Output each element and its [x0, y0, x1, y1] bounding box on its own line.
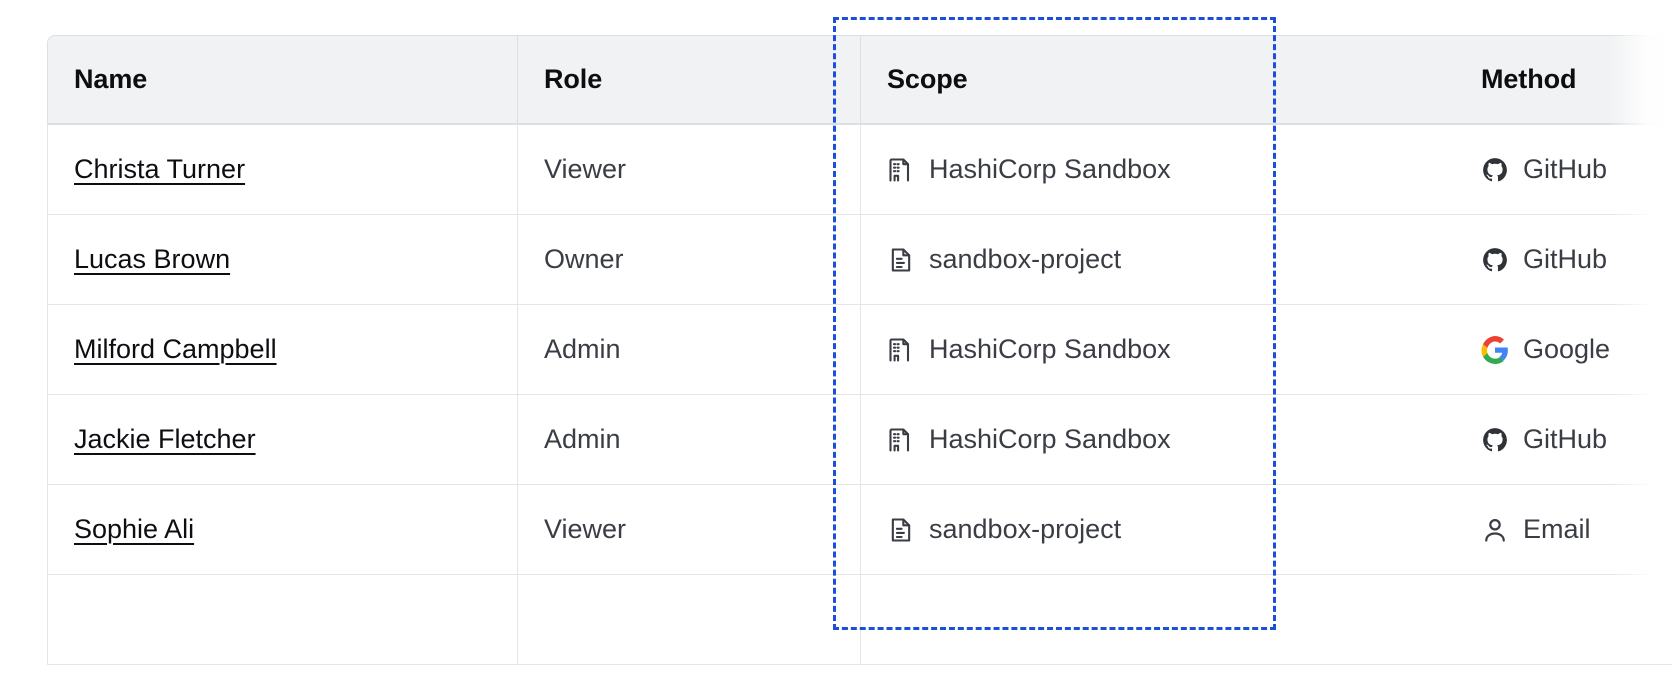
- cell-name: [47, 575, 518, 665]
- cell-role: Viewer: [518, 485, 861, 575]
- member-name-link[interactable]: Christa Turner: [74, 154, 246, 184]
- table-header: Name Role Scope Method: [47, 35, 1672, 125]
- cell-method: Email: [1455, 485, 1672, 575]
- github-icon: [1483, 427, 1507, 451]
- cell-method: GitHub: [1455, 395, 1672, 485]
- cell-scope: HashiCorp Sandbox: [861, 305, 1455, 395]
- column-header-role[interactable]: Role: [518, 35, 861, 125]
- cell-method: GitHub: [1455, 125, 1672, 215]
- github-icon: [1483, 247, 1507, 271]
- table-row: Jackie Fletcher Admin HashiCorp Sandbox: [47, 395, 1672, 485]
- method-label: GitHub: [1523, 154, 1608, 184]
- cell-scope: HashiCorp Sandbox: [861, 395, 1455, 485]
- table-row: Christa Turner Viewer HashiCorp Sandbox: [47, 125, 1672, 215]
- scope-label: HashiCorp Sandbox: [929, 424, 1171, 454]
- table-row: Sophie Ali Viewer sandbox-project: [47, 485, 1672, 575]
- organization-icon: [889, 427, 910, 452]
- cell-role: Admin: [518, 395, 861, 485]
- table-body: Christa Turner Viewer HashiCorp Sandbox: [47, 125, 1672, 665]
- cell-name: Christa Turner: [47, 125, 518, 215]
- column-header-method[interactable]: Method: [1455, 35, 1672, 125]
- cell-scope: [861, 575, 1455, 665]
- cell-name: Lucas Brown: [47, 215, 518, 305]
- column-header-scope[interactable]: Scope: [861, 35, 1455, 125]
- members-table-screen: Name Role Scope Method Christa Turner Vi…: [47, 0, 1672, 665]
- project-icon: [891, 517, 911, 542]
- cell-name: Jackie Fletcher: [47, 395, 518, 485]
- method-label: GitHub: [1523, 244, 1608, 274]
- cell-method: GitHub: [1455, 215, 1672, 305]
- members-table: Name Role Scope Method Christa Turner Vi…: [47, 35, 1672, 665]
- scope-label: HashiCorp Sandbox: [929, 154, 1171, 184]
- cell-name: Milford Campbell: [47, 305, 518, 395]
- user-icon: [1485, 518, 1505, 542]
- member-name-link[interactable]: Jackie Fletcher: [74, 424, 256, 454]
- member-name-link[interactable]: Sophie Ali: [74, 514, 195, 544]
- member-name-link[interactable]: Milford Campbell: [74, 334, 277, 364]
- cell-scope: sandbox-project: [861, 485, 1455, 575]
- method-label: Email: [1523, 514, 1591, 544]
- table-header-row: Name Role Scope Method: [47, 35, 1672, 125]
- cell-scope: sandbox-project: [861, 215, 1455, 305]
- github-icon: [1483, 157, 1507, 181]
- organization-icon: [889, 337, 910, 362]
- organization-icon: [889, 157, 910, 182]
- table-row: Lucas Brown Owner sandbox-project: [47, 215, 1672, 305]
- scope-label: HashiCorp Sandbox: [929, 334, 1171, 364]
- member-name-link[interactable]: Lucas Brown: [74, 244, 231, 274]
- members-table-scroll-container[interactable]: Name Role Scope Method Christa Turner Vi…: [47, 35, 1672, 675]
- cell-role: Owner: [518, 215, 861, 305]
- method-label: GitHub: [1523, 424, 1608, 454]
- scope-label: sandbox-project: [929, 514, 1122, 544]
- cell-role: [518, 575, 861, 665]
- google-icon: [1481, 335, 1508, 364]
- method-label: Google: [1523, 334, 1611, 364]
- cell-name: Sophie Ali: [47, 485, 518, 575]
- table-row: Milford Campbell Admin HashiCorp Sandbox: [47, 305, 1672, 395]
- scope-label: sandbox-project: [929, 244, 1122, 274]
- cell-scope: HashiCorp Sandbox: [861, 125, 1455, 215]
- cell-role: Viewer: [518, 125, 861, 215]
- project-icon: [891, 247, 911, 272]
- cell-method: Google: [1455, 305, 1672, 395]
- cell-role: Admin: [518, 305, 861, 395]
- column-header-name[interactable]: Name: [47, 35, 518, 125]
